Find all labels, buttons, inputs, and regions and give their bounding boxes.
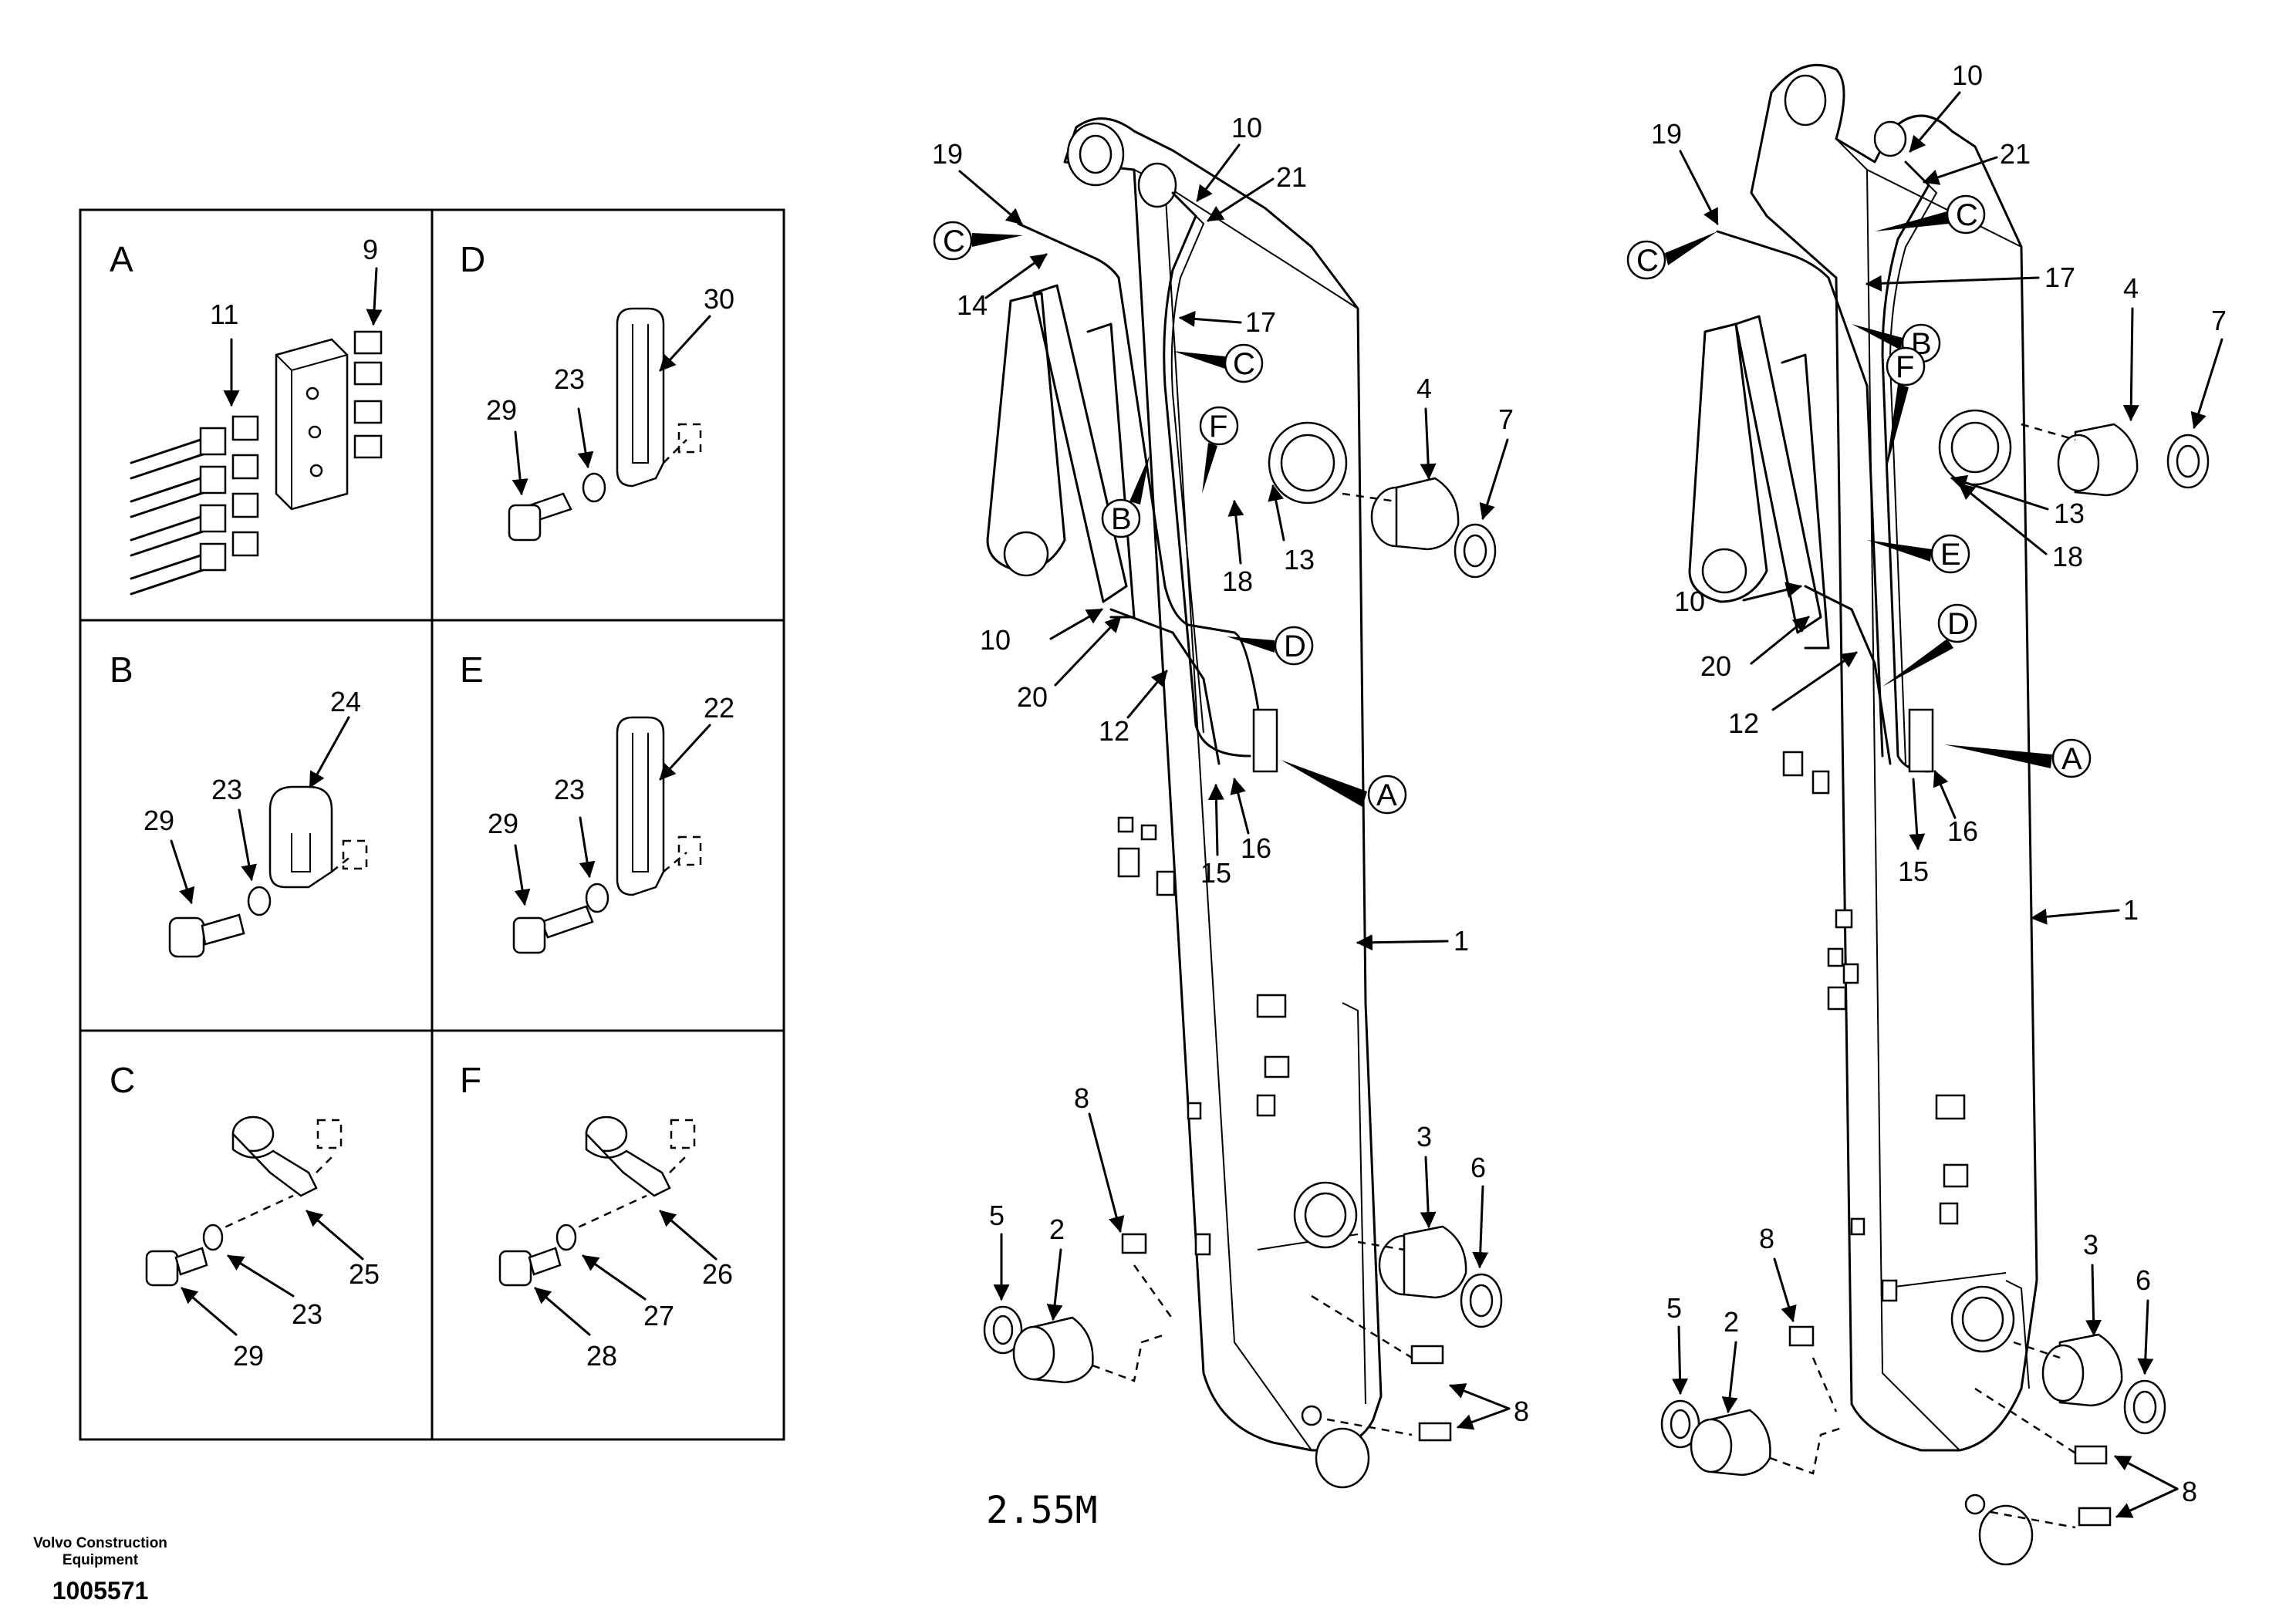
part-number: 27 [643,1300,674,1331]
part-number: 8 [1759,1223,1774,1254]
callout-letter: F [1896,350,1914,384]
cell-b-drawing: 24 23 29 [144,686,368,958]
part-number: 12 [1728,707,1759,739]
left-arm: A B C C D F 1 2 3 4 [932,112,1529,1489]
right-arm: A B C C D E F 1 2 3 [1626,59,2227,1566]
part-number: 7 [1498,403,1514,435]
part-number: 16 [1947,815,1978,847]
part-number: 10 [1231,112,1262,143]
callout-letter: C [943,224,965,258]
left-part-labels: 1 2 3 4 5 6 7 8 8 10 10 12 13 [932,112,1529,1430]
part-number: 2 [1049,1213,1065,1245]
part-number: 17 [2044,262,2075,293]
cell-a-drawing: 11 9 [130,234,383,596]
part-number: 29 [233,1340,264,1372]
part-number: 8 [1514,1396,1529,1427]
part-number: 6 [2136,1264,2151,1296]
part-number: 9 [363,234,378,265]
footer: Volvo Construction Equipment 1005571 [0,1535,201,1605]
right-callouts: A B C C D E F [1626,194,2092,778]
part-number: 23 [211,774,242,805]
legend-grid: A D B E C F [79,208,785,1441]
callout-letter: E [1940,538,1961,572]
part-number: 29 [486,394,517,426]
callout-letter: A [2061,742,2082,776]
left-callouts: A B C C D F [933,221,1407,815]
part-number: 18 [1222,565,1253,597]
part-number: 6 [1470,1152,1486,1183]
part-number: 19 [1651,118,1682,150]
part-number: 3 [1416,1121,1432,1153]
part-number: 19 [932,138,963,170]
part-number: 12 [1099,715,1129,747]
scale-label: 2.55M [986,1489,1098,1532]
callout-letter: D [1284,629,1306,663]
part-number: 30 [704,283,734,315]
part-number: 15 [1898,856,1929,887]
part-number: 18 [2052,541,2083,572]
part-number: 5 [1666,1292,1682,1324]
company-name-line1: Volvo Construction [33,1535,167,1551]
part-number: 10 [980,624,1011,656]
part-number: 16 [1241,832,1271,864]
part-number: 20 [1017,681,1048,713]
part-number: 17 [1245,306,1276,338]
part-number: 21 [1276,161,1307,193]
callout-letter: A [1376,778,1397,812]
cell-letter: E [460,650,484,690]
cell-letter: A [110,239,133,279]
part-number: 13 [1284,544,1315,575]
part-number: 8 [1074,1082,1089,1114]
part-number: 15 [1200,857,1231,889]
right-part-labels: 1 2 3 4 5 6 7 8 8 10 10 12 13 [1651,59,2227,1518]
part-number: 10 [1952,59,1983,91]
callout-letter: F [1209,410,1227,444]
part-number: 29 [488,808,518,839]
part-number: 7 [2211,305,2227,336]
part-number: 1 [1454,925,1469,957]
cell-letter: B [110,650,133,690]
part-number: 24 [330,686,361,717]
callout-letter: C [1956,198,1978,232]
callout-letter: B [1111,502,1132,536]
callout-letter: C [1233,347,1255,381]
part-number: 5 [989,1200,1004,1231]
callout-letter: C [1636,244,1659,278]
cell-c-drawing: 25 23 29 [145,1115,380,1372]
cell-letter: D [460,239,485,279]
company-name-line2: Equipment [62,1552,139,1568]
part-number: 26 [702,1258,733,1290]
part-number: 2 [1724,1306,1739,1338]
cell-letter: C [110,1060,135,1100]
part-number: 3 [2083,1229,2098,1261]
part-number: 29 [144,805,174,836]
part-number: 4 [1416,373,1432,404]
part-number: 4 [2123,272,2139,304]
cell-letter: F [460,1060,481,1100]
part-number: 11 [210,299,238,330]
cell-e-drawing: 22 23 29 [488,692,734,954]
left-pin-bushings [983,477,1503,1442]
right-pin-bushings [1660,423,2210,1529]
part-number: 28 [586,1340,617,1372]
callout-letter: D [1947,607,1970,641]
part-number: 8 [2182,1476,2197,1507]
part-number: 22 [704,692,734,724]
part-number: 23 [554,363,585,395]
part-number: 23 [554,774,585,805]
part-number: 25 [349,1258,380,1290]
part-number: 10 [1674,586,1705,617]
part-number: 1 [2123,894,2139,926]
part-number: 23 [292,1298,322,1330]
part-number: 20 [1700,650,1731,682]
part-number: 13 [2054,498,2085,529]
part-number: 21 [2000,138,2031,170]
part-number: 14 [957,289,988,321]
cell-f-drawing: 26 27 28 [498,1115,733,1372]
cell-d-drawing: 30 23 29 [486,283,734,542]
document-number: 1005571 [52,1577,149,1605]
